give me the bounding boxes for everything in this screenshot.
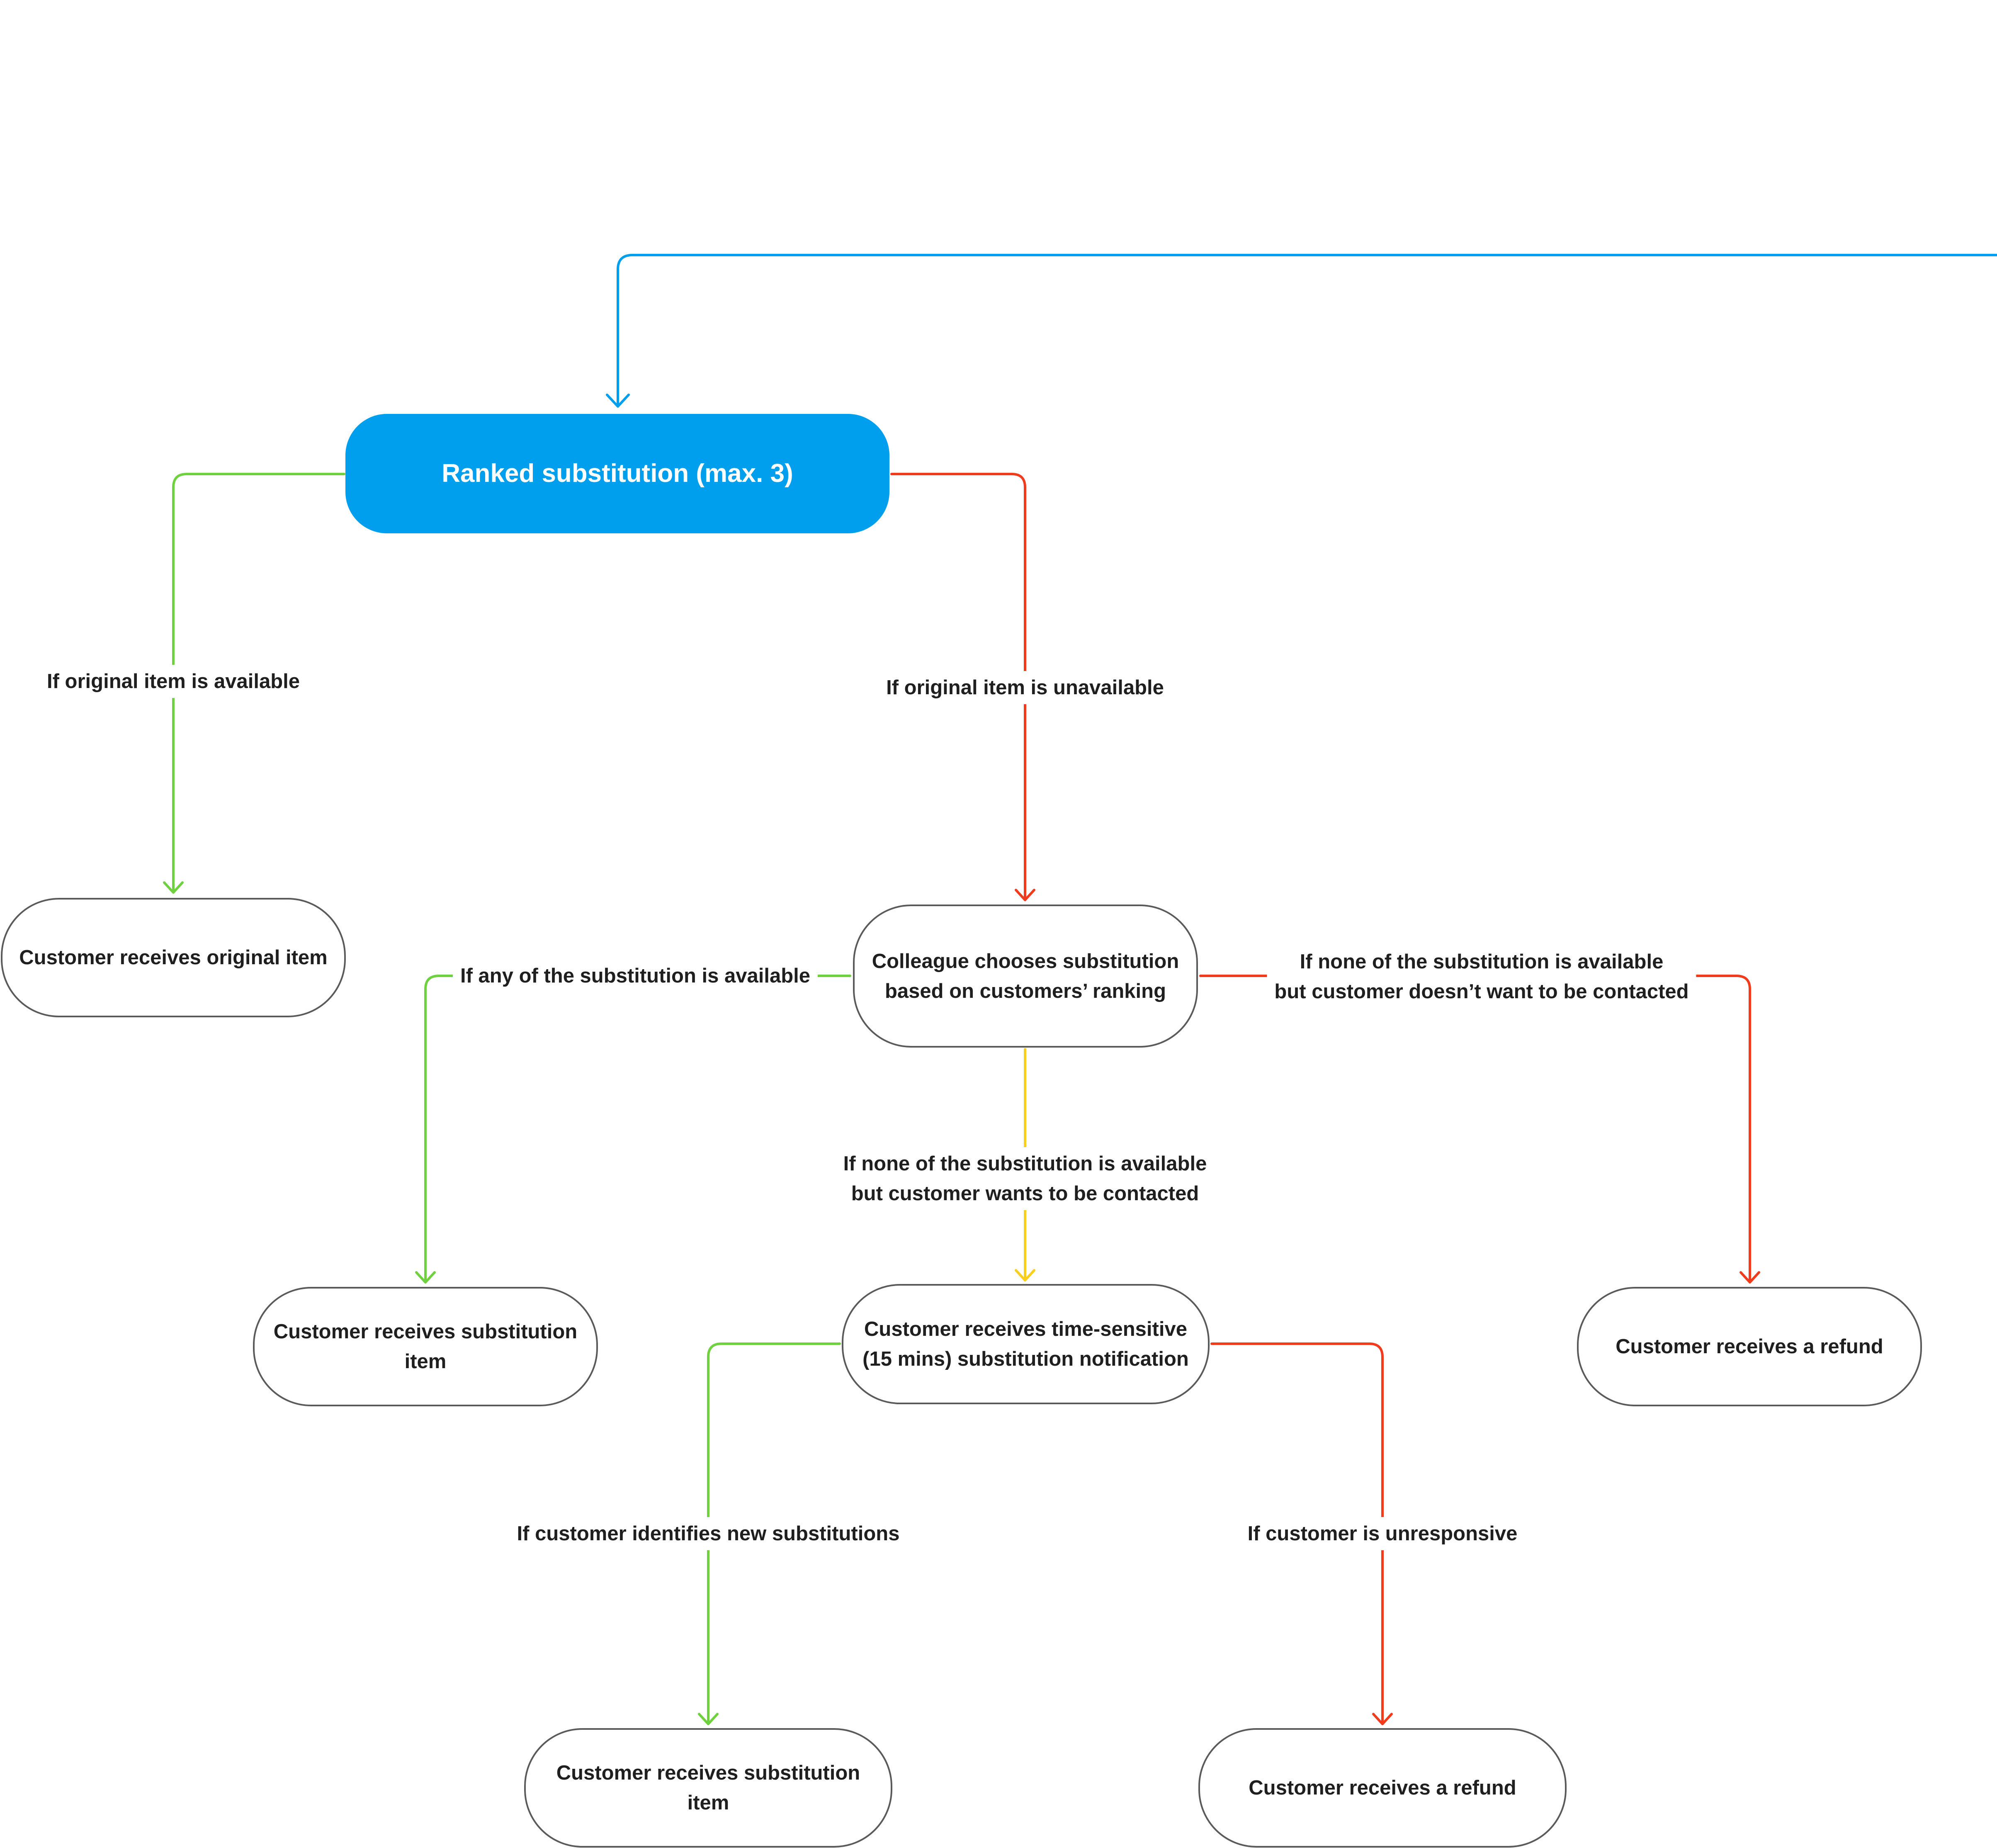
incoming-connector <box>617 254 1997 407</box>
edge-any-available-arrowhead <box>415 1271 436 1284</box>
node-customer-receives-substitution-1: Customer receives substitution item <box>253 1287 598 1406</box>
edge-none-no-contact <box>1199 975 1751 1283</box>
edge-identifies-new <box>707 1342 841 1724</box>
edge-any-available <box>424 975 851 1283</box>
edge-label-none-no-contact: If none of the substitution is available… <box>1267 945 1696 1008</box>
edge-unavailable-arrowhead <box>1015 889 1035 901</box>
edge-unavailable <box>890 473 1026 900</box>
node-colleague-chooses: Colleague chooses substitution based on … <box>853 905 1198 1048</box>
node-ranked-substitution: Ranked substitution (max. 3) <box>345 414 889 533</box>
edge-none-contact-arrowhead <box>1015 1269 1035 1281</box>
node-customer-receives-refund-2: Customer receives a refund <box>1198 1728 1567 1848</box>
node-customer-receives-original: Customer receives original item <box>1 898 346 1017</box>
edge-available <box>172 473 345 893</box>
node-time-sensitive-notification: Customer receives time-sensitive (15 min… <box>842 1284 1210 1404</box>
edge-label-unresponsive: If customer is unresponsive <box>1240 1517 1525 1550</box>
edge-available-arrowhead <box>163 881 184 894</box>
edge-label-any-available: If any of the substitution is available <box>452 959 818 992</box>
edge-unresponsive <box>1210 1342 1384 1724</box>
edge-none-no-contact-arrowhead <box>1739 1271 1760 1284</box>
node-customer-receives-substitution-2: Customer receives substitution item <box>524 1728 892 1848</box>
edge-label-identifies-new: If customer identifies new substitutions <box>509 1517 907 1550</box>
edge-identifies-new-arrowhead <box>698 1713 719 1725</box>
edge-unresponsive-arrowhead <box>1372 1713 1393 1725</box>
edge-label-available: If original item is available <box>39 665 307 698</box>
node-customer-receives-refund-1: Customer receives a refund <box>1577 1287 1922 1406</box>
incoming-arrowhead <box>606 394 630 408</box>
edge-label-unavailable: If original item is unavailable <box>879 671 1171 704</box>
edge-label-none-contact: If none of the substitution is available… <box>836 1147 1215 1210</box>
